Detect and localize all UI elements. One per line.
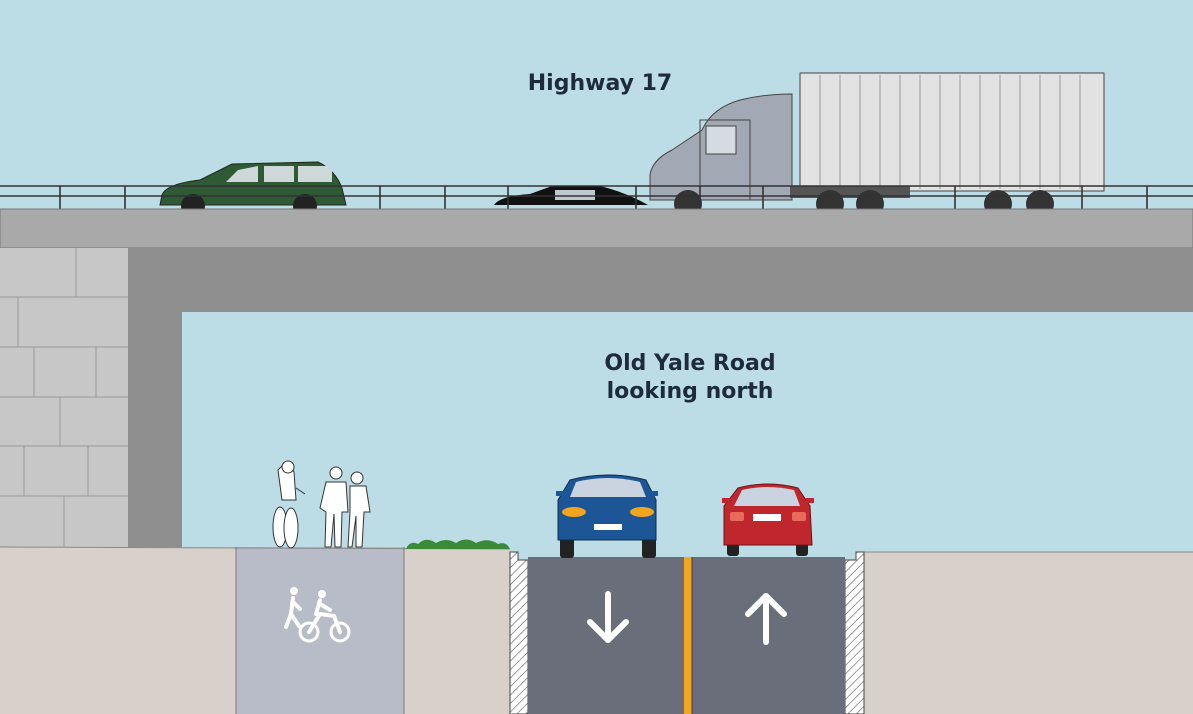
highway-label: Highway 17	[527, 71, 673, 96]
road-label-line2: looking north	[606, 379, 774, 404]
pedestrian-figures	[319, 466, 371, 548]
abutment-wall	[0, 248, 128, 547]
ground-right	[864, 552, 1193, 714]
cyclist-figure	[272, 460, 306, 549]
boulevard	[404, 549, 510, 714]
bridge-girder	[128, 248, 1193, 547]
road-label-line1: Old Yale Road	[604, 351, 776, 376]
red-car	[722, 483, 814, 556]
arrow-up-icon	[745, 593, 787, 645]
bridge-deck	[0, 208, 1193, 249]
curb-left	[509, 551, 529, 714]
ground-left	[0, 547, 236, 714]
highway-railing	[0, 185, 1193, 210]
arrow-down-icon	[587, 591, 629, 643]
centre-line	[684, 557, 692, 714]
pedestrian-and-cyclist-icon	[284, 587, 351, 643]
road-label: Old Yale Road looking north	[560, 350, 820, 406]
curb-right	[844, 551, 865, 714]
grass	[406, 539, 510, 549]
multiuse-path	[236, 547, 404, 714]
blue-car	[556, 474, 658, 558]
